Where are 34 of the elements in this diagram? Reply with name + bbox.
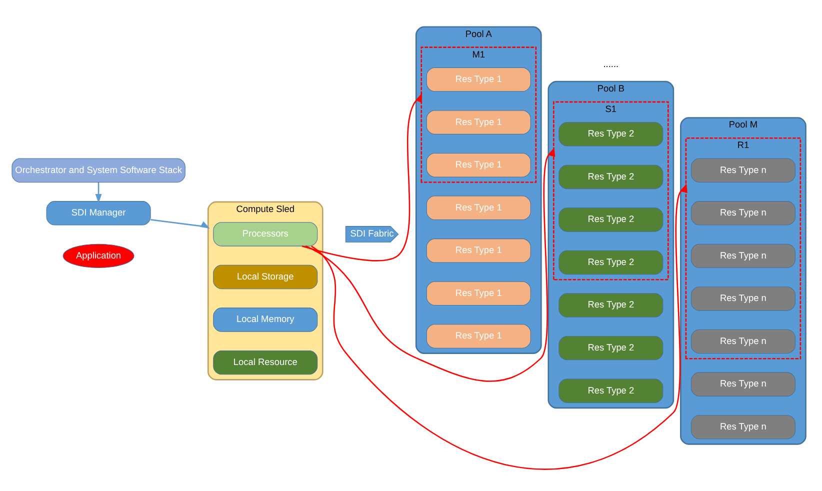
arrow [304, 147, 555, 382]
node-box: Res Type 1 [426, 196, 530, 220]
node-box: SDI Manager [46, 201, 150, 226]
node-box: Res Type 2 [558, 164, 663, 190]
node-box: Processors [212, 222, 318, 246]
node-box: Res Type n [690, 201, 795, 226]
node-box: Res Type n [690, 329, 795, 354]
node-box: Res Type 2 [558, 250, 663, 275]
arrow [310, 183, 687, 470]
node-box: Res Type 1 [426, 238, 530, 263]
node-box: Res Type n [690, 244, 795, 268]
arrow [301, 92, 422, 262]
node-box: Local Resource [212, 350, 318, 375]
label: ...... [602, 58, 618, 69]
node-box: Orchestrator and System Software Stack [11, 158, 185, 182]
node-box: Res Type n [690, 286, 795, 311]
node-box: Res Type 2 [558, 293, 663, 318]
node-box: Res Type 2 [558, 378, 663, 403]
node-box: Res Type 1 [426, 67, 530, 92]
node-box: Local Memory [212, 308, 318, 332]
arrow [150, 219, 210, 229]
node-box: Res Type 1 [426, 324, 530, 348]
node-box: Res Type 2 [558, 122, 663, 146]
node-box: Res Type 2 [558, 208, 663, 232]
node-box: Res Type 1 [426, 281, 530, 306]
node-box: Res Type 1 [426, 153, 530, 178]
node-box: Res Type n [690, 414, 795, 440]
node-box: Res Type n [690, 372, 795, 396]
node-ellipse: Application [62, 244, 134, 268]
node-box: Res Type 1 [426, 110, 530, 134]
arrow [94, 182, 102, 204]
node-box: Local Storage [212, 264, 318, 290]
node-box: Res Type n [690, 158, 795, 182]
node-box: Res Type 2 [558, 336, 663, 360]
